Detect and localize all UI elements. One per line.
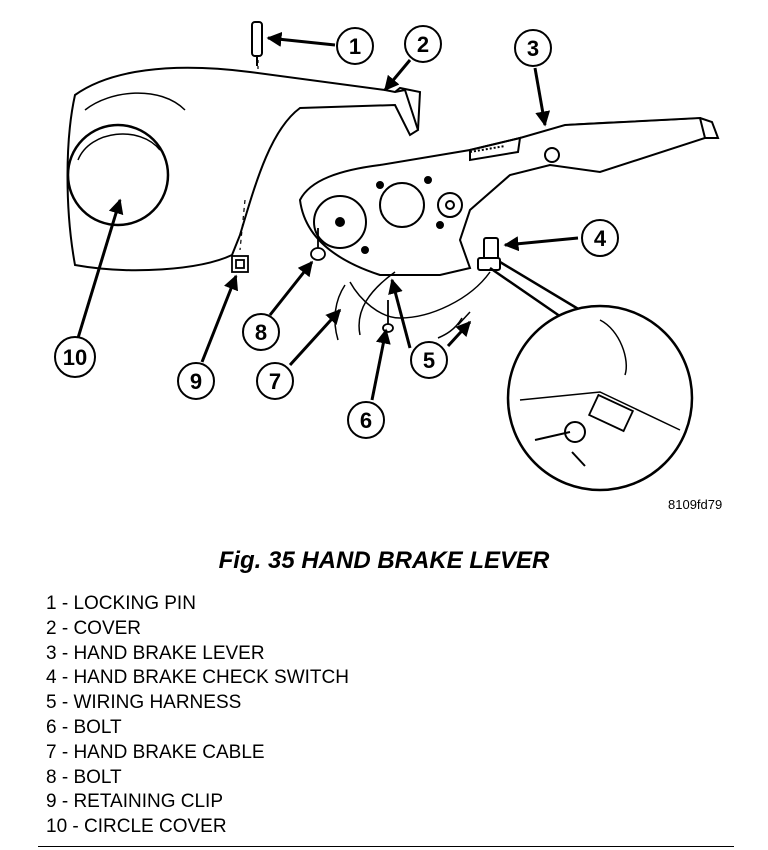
bolt-8	[310, 228, 326, 261]
callout-label: 3	[527, 36, 539, 61]
legend-item: 9 - RETAINING CLIP	[46, 791, 224, 813]
callout-label: 2	[417, 32, 429, 57]
legend-item: 10 - CIRCLE COVER	[46, 816, 227, 838]
callout-label: 6	[360, 408, 372, 433]
callout-4: 4	[503, 219, 619, 257]
bottom-rule	[38, 846, 734, 847]
legend-item: 5 - WIRING HARNESS	[46, 692, 242, 714]
callout-label: 10	[63, 345, 87, 370]
figure-code: 8109fd79	[668, 497, 723, 512]
legend-item: 6 - BOLT	[46, 716, 122, 738]
hand-brake-diagram: 1 2 3 4 5 6 7 8 9	[54, 21, 720, 492]
legend-item: 1 - LOCKING PIN	[46, 593, 196, 614]
figure-caption: Fig. 35 HAND BRAKE LEVER	[218, 547, 550, 574]
legend-item: 2 - COVER	[46, 617, 142, 639]
callout-10: 10	[54, 198, 124, 378]
callout-2: 2	[383, 25, 442, 92]
check-switch	[477, 237, 501, 271]
callout-9: 9	[177, 274, 239, 400]
callout-6: 6	[347, 328, 391, 439]
callout-label: 9	[190, 369, 202, 394]
locking-pin	[251, 21, 263, 66]
callout-label: 8	[255, 320, 267, 345]
callout-label: 5	[423, 348, 435, 373]
wiring-harness	[334, 271, 491, 341]
callout-label: 4	[594, 226, 607, 251]
legend-item: 3 - HAND BRAKE LEVER	[46, 642, 265, 664]
circle-cover	[66, 123, 170, 227]
detail-inset	[489, 260, 694, 492]
callout-label: 7	[269, 369, 281, 394]
retaining-clip	[231, 255, 249, 273]
legend-item: 8 - BOLT	[46, 766, 122, 788]
parts-legend: 1 - LOCKING PIN 2 - COVER 3 - HAND BRAKE…	[46, 592, 349, 840]
bolt-6	[382, 300, 394, 333]
hand-brake-lever	[298, 116, 720, 276]
legend-item: 7 - HAND BRAKE CABLE	[46, 741, 265, 763]
callout-5: 5	[388, 278, 472, 379]
callout-3: 3	[514, 29, 552, 127]
callout-7: 7	[256, 308, 342, 400]
callout-1: 1	[266, 27, 374, 65]
legend-item: 4 - HAND BRAKE CHECK SWITCH	[46, 667, 349, 689]
callout-label: 1	[349, 34, 361, 59]
callout-8: 8	[242, 260, 314, 351]
